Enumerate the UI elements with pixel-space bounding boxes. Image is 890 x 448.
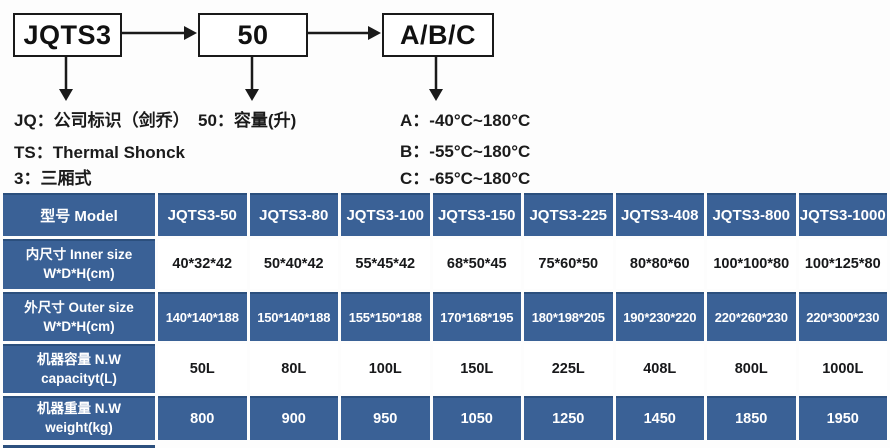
header-model: 型号 Model bbox=[3, 193, 155, 236]
capacity-cell: 1000L bbox=[798, 344, 887, 393]
table-row-capacity: 机器容量 N.W capacityt(L) 50L 80L 100L 150L … bbox=[3, 344, 887, 393]
spec-table: 型号 Model JQTS3-50 JQTS3-80 JQTS3-100 JQT… bbox=[0, 190, 890, 443]
outer-size-cell: 180*198*205 bbox=[524, 292, 613, 341]
table-header-row: 型号 Model JQTS3-50 JQTS3-80 JQTS3-100 JQT… bbox=[3, 193, 887, 236]
capacity-cell: 50L bbox=[158, 344, 247, 393]
outer-size-cell: 150*140*188 bbox=[249, 292, 338, 341]
table-row-inner-size: 内尺寸 Inner size W*D*H(cm) 40*32*42 50*40*… bbox=[3, 239, 887, 289]
header-jqts3-1000: JQTS3-1000 bbox=[798, 193, 887, 236]
weight-cell: 900 bbox=[249, 396, 338, 440]
header-jqts3-800: JQTS3-800 bbox=[707, 193, 796, 236]
model-code-box-capacity-label: 50 bbox=[237, 19, 269, 50]
header-jqts3-150: JQTS3-150 bbox=[432, 193, 521, 236]
row-label-cn: 机器重量 N.W bbox=[37, 401, 121, 417]
header-jqts3-80: JQTS3-80 bbox=[249, 193, 338, 236]
legend-capacity-line: 50：容量(升) bbox=[198, 111, 297, 130]
weight-cell: 800 bbox=[158, 396, 247, 440]
arrow-right-icon bbox=[307, 26, 381, 40]
weight-cell: 1450 bbox=[615, 396, 704, 440]
outer-size-cell: 190*230*220 bbox=[615, 292, 704, 341]
outer-size-cell: 140*140*188 bbox=[158, 292, 247, 341]
weight-cell: 1050 bbox=[432, 396, 521, 440]
model-code-box-capacity: 50 bbox=[198, 13, 308, 57]
outer-size-cell: 220*300*230 bbox=[798, 292, 887, 341]
arrow-down-icon bbox=[245, 56, 259, 101]
capacity-cell: 100L bbox=[341, 344, 430, 393]
weight-cell: 1950 bbox=[798, 396, 887, 440]
inner-size-cell: 100*100*80 bbox=[707, 239, 796, 289]
row-label-en: W*D*H(cm) bbox=[43, 318, 115, 334]
weight-cell: 1850 bbox=[707, 396, 796, 440]
row-label-en: W*D*H(cm) bbox=[43, 266, 115, 281]
model-code-box-temperature-label: A/B/C bbox=[400, 19, 476, 50]
row-label-weight: 机器重量 N.W weight(kg) bbox=[3, 396, 155, 440]
header-jqts3-50: JQTS3-50 bbox=[158, 193, 247, 236]
row-label-en: capacityt(L) bbox=[41, 370, 117, 386]
capacity-cell: 408L bbox=[615, 344, 704, 393]
model-code-box-brand-label: JQTS3 bbox=[23, 19, 112, 50]
header-jqts3-225: JQTS3-225 bbox=[524, 193, 613, 236]
inner-size-cell: 80*80*60 bbox=[615, 239, 704, 289]
table-row-weight: 机器重量 N.W weight(kg) 800 900 950 1050 125… bbox=[3, 396, 887, 440]
table-row-outer-size: 外尺寸 Outer size W*D*H(cm) 140*140*188 150… bbox=[3, 292, 887, 341]
capacity-cell: 80L bbox=[249, 344, 338, 393]
model-code-box-temperature: A/B/C bbox=[382, 13, 494, 57]
legend-temp-b-line: B：-55°C~180°C bbox=[400, 142, 531, 161]
row-label-cn: 机器容量 N.W bbox=[37, 351, 121, 367]
weight-cell: 1250 bbox=[524, 396, 613, 440]
outer-size-cell: 170*168*195 bbox=[432, 292, 521, 341]
row-label-cn: 外尺寸 Outer size bbox=[24, 299, 134, 315]
inner-size-cell: 100*125*80 bbox=[798, 239, 887, 289]
inner-size-cell: 55*45*42 bbox=[341, 239, 430, 289]
row-label-en: weight(kg) bbox=[45, 420, 113, 435]
table-next-row-clipped bbox=[3, 445, 155, 448]
header-jqts3-100: JQTS3-100 bbox=[341, 193, 430, 236]
arrow-down-icon bbox=[429, 56, 443, 101]
row-label-outer-size: 外尺寸 Outer size W*D*H(cm) bbox=[3, 292, 155, 341]
capacity-cell: 225L bbox=[524, 344, 613, 393]
weight-cell: 950 bbox=[341, 396, 430, 440]
arrow-down-icon bbox=[59, 56, 73, 101]
capacity-cell: 150L bbox=[432, 344, 521, 393]
inner-size-cell: 75*60*50 bbox=[524, 239, 613, 289]
inner-size-cell: 40*32*42 bbox=[158, 239, 247, 289]
arrow-right-icon bbox=[121, 26, 197, 40]
legend-ts-line: TS：Thermal Shonck bbox=[14, 143, 185, 162]
model-code-box-brand: JQTS3 bbox=[13, 13, 122, 57]
inner-size-cell: 50*40*42 bbox=[249, 239, 338, 289]
legend-chamber-line: 3：三厢式 bbox=[14, 169, 92, 188]
capacity-cell: 800L bbox=[707, 344, 796, 393]
legend-temp-a-line: A：-40°C~180°C bbox=[400, 111, 531, 130]
legend-brand-line: JQ：公司标识（剑乔） bbox=[14, 111, 190, 130]
header-jqts3-408: JQTS3-408 bbox=[615, 193, 704, 236]
outer-size-cell: 155*150*188 bbox=[341, 292, 430, 341]
outer-size-cell: 220*260*230 bbox=[707, 292, 796, 341]
legend-temp-c-line: C：-65°C~180°C bbox=[400, 169, 531, 188]
row-label-inner-size: 内尺寸 Inner size W*D*H(cm) bbox=[3, 239, 155, 289]
row-label-capacity: 机器容量 N.W capacityt(L) bbox=[3, 344, 155, 393]
inner-size-cell: 68*50*45 bbox=[432, 239, 521, 289]
row-label-cn: 内尺寸 Inner size bbox=[25, 247, 133, 263]
